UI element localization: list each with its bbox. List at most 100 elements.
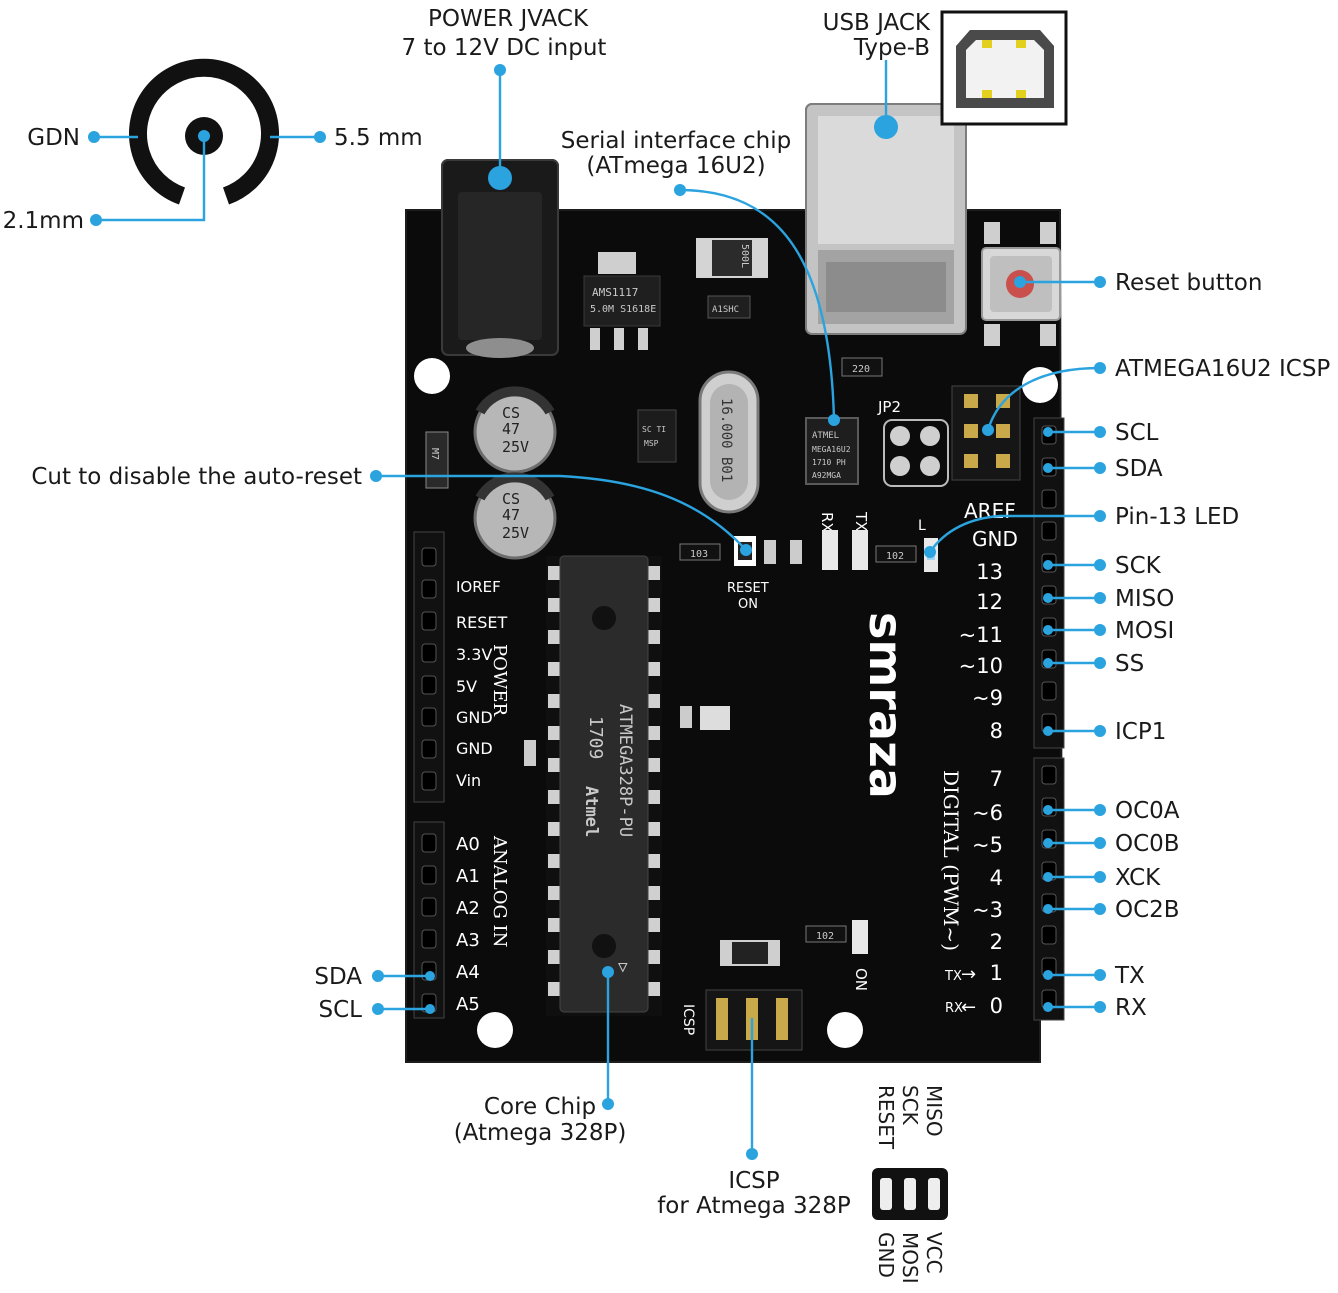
aref-label: AREF	[964, 499, 1016, 523]
usb-type-b-icon	[940, 10, 1068, 126]
atmega16u2-chip: ATMEL MEGA16U2 1710 PH A92MGA	[805, 417, 859, 485]
u2-text-2: MEGA16U2	[812, 445, 851, 454]
svg-text:←: ←	[961, 997, 976, 1018]
digital-pin-label: 7	[990, 767, 1003, 791]
serial-chip-title: Serial interface chip	[561, 128, 792, 154]
core-chip-title: Core Chip	[484, 1094, 596, 1120]
icsp-silk: ICSP	[680, 1004, 696, 1035]
jp2-pads: JP2	[877, 398, 949, 487]
power-section-label: POWER	[489, 644, 510, 717]
digital-pin-label: ~6	[972, 801, 1003, 825]
main-chip-brand: Atmel	[581, 786, 601, 837]
digital-pin-label: ~5	[972, 833, 1003, 857]
digital-pin-label: 12	[976, 590, 1003, 614]
tx-led-label: TX	[852, 511, 870, 531]
digital-pin-label: ~9	[972, 686, 1003, 710]
crystal-text: 16.000 B01	[718, 398, 734, 482]
analog-header	[413, 821, 445, 1019]
power-pin-label: GND	[456, 739, 493, 758]
small-chip-text-1: SC TI	[642, 425, 666, 434]
callout-labels: POWER JVACK 7 to 12V DC input USB JACK T…	[3, 6, 1331, 1219]
power-jack-title: POWER JVACK	[428, 6, 589, 32]
right-pin-label: ICP1	[1115, 719, 1166, 745]
right-pin-label: OC0A	[1115, 798, 1180, 824]
resistor-102-text: 102	[886, 551, 904, 562]
diode-m7: M7	[425, 431, 449, 489]
left-pin-label: SDA	[314, 964, 362, 990]
icsp-top-pin-label: SCK	[898, 1085, 922, 1126]
icsp-subtitle: for Atmega 328P	[657, 1193, 851, 1219]
power-pin-label: IOREF	[456, 578, 501, 596]
cap-text-2: 47	[502, 506, 520, 524]
cap-text-1: CS	[502, 490, 520, 508]
brand-logo: smraza	[859, 612, 913, 799]
cap-text-2: 47	[502, 420, 520, 438]
board: AMS1117 5.0M S1618E 500L A1SHC CS 47 25V	[405, 103, 1065, 1063]
analog-pin-label: A4	[456, 962, 480, 983]
power-header	[413, 531, 445, 803]
fuse: 500L	[696, 238, 768, 278]
digital-section-label: DIGITAL (PWM~)	[939, 770, 963, 951]
right-pin-label: XCK	[1115, 865, 1161, 891]
right-pin-label: MOSI	[1115, 618, 1174, 644]
resistor-220: 220	[841, 357, 883, 377]
power-pin-label: 5V	[456, 677, 477, 696]
reset-en-label-1: RESET	[727, 581, 769, 596]
icsp-top-pin-label: MISO	[922, 1085, 946, 1137]
reset-en-label-2: ON	[738, 597, 758, 612]
right-pin-label: MISO	[1115, 586, 1174, 612]
u2-text-1: ATMEL	[812, 431, 839, 441]
regulator-text-1: AMS1117	[592, 286, 638, 299]
leader-lines	[88, 60, 1106, 1160]
icsp-bottom-pin-label: VCC	[922, 1232, 946, 1274]
inner-diameter-label: 2.1mm	[3, 208, 84, 234]
tx-marker: TX	[944, 969, 962, 984]
icsp-header-bottom: ICSP	[680, 989, 803, 1051]
analog-pin-label: A1	[456, 866, 480, 887]
cap-text-3: 25V	[502, 524, 529, 542]
digital-header-lower	[1033, 757, 1065, 1021]
icsp-title: ICSP	[728, 1168, 779, 1194]
mount-hole	[477, 1012, 513, 1048]
icsp-bottom-pin-label: MOSI	[898, 1232, 922, 1284]
capacitor: CS 47 25V	[473, 386, 557, 474]
auto-reset-label: Cut to disable the auto-reset	[31, 464, 362, 490]
right-pin-label: SCK	[1115, 553, 1162, 579]
analog-section-label: ANALOG IN	[489, 835, 510, 947]
analog-pin-label: A2	[456, 898, 480, 919]
resistor-103: 103	[679, 543, 721, 561]
core-chip-subtitle: (Atmega 328P)	[454, 1120, 627, 1146]
small-chip: SC TI MSP	[637, 409, 677, 463]
power-jack-subtitle: 7 to 12V DC input	[402, 35, 607, 61]
diode2-text: M7	[429, 448, 440, 460]
rx-led: RX	[818, 512, 838, 570]
digital-pin-label: 2	[990, 930, 1003, 954]
digital-pin-label: 1	[990, 961, 1003, 985]
analog-pin-label: A0	[456, 834, 480, 855]
digital-pin-label: ~10	[959, 654, 1003, 678]
pin13-led-label: Pin-13 LED	[1115, 504, 1239, 530]
jp2-label: JP2	[877, 398, 901, 416]
main-chip-text-1: 1709	[585, 716, 606, 759]
regulator-text-2: 5.0M S1618E	[590, 304, 656, 315]
reset-button-label: Reset button	[1115, 270, 1262, 296]
main-chip-text-2: ATMEGA328P-PU	[615, 704, 635, 837]
right-pin-label: OC0B	[1115, 831, 1180, 857]
fuse-text: 500L	[739, 244, 750, 268]
rx-marker: RX	[945, 1001, 963, 1016]
mount-hole	[414, 358, 450, 394]
l-led-label: L	[918, 518, 926, 534]
tx-led: TX	[852, 511, 870, 570]
power-pin-label: 3.3V	[456, 645, 492, 664]
u2-text-4: A92MGA	[812, 471, 841, 480]
right-pin-label: RX	[1115, 995, 1147, 1021]
analog-pin-label: A5	[456, 994, 480, 1015]
voltage-regulator: AMS1117 5.0M S1618E	[583, 252, 661, 350]
icsp-top-pin-label: RESET	[874, 1085, 898, 1150]
outer-diameter-label: 5.5 mm	[334, 125, 423, 151]
resistor-102-b: 102	[805, 925, 847, 943]
power-pin-label: RESET	[456, 613, 507, 632]
right-pin-label: SCL	[1115, 420, 1159, 446]
analog-pin-label: A3	[456, 930, 480, 951]
